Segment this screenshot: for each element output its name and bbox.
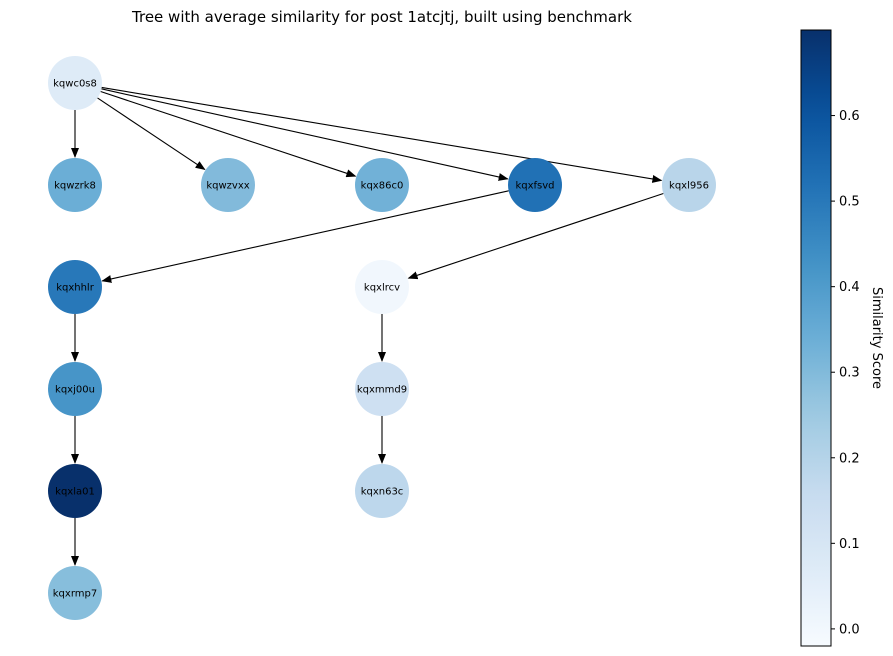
colorbar: 0.0 0.1 0.2 0.3 0.4 0.5 0.6 Similarity Score [800,29,884,647]
node-kqwc0s8[interactable]: kqwc0s8 [48,56,102,110]
nodes-layer: kqwc0s8 kqwzrk8 kqwzvxx kqx86c0 kqxfsvd kqxl9… [48,56,716,620]
colorbar-tick-label: 0.5 [839,195,860,210]
colorbar-tick-label: 0.2 [839,451,860,466]
node-label: kqx86c0 [361,181,404,192]
node-kqxl956[interactable]: kqxl956 [662,158,716,212]
edges-layer [71,86,664,566]
node-circle[interactable] [355,260,409,314]
node-label: kqxl956 [669,181,709,192]
node-label: kqxmmd9 [357,385,407,396]
node-kqxmmd9[interactable]: kqxmmd9 [355,362,409,416]
node-kqxhhlr[interactable]: kqxhhlr [48,260,102,314]
node-kqxlrcv[interactable]: kqxlrcv [355,260,409,314]
edge-kqwc0s8-kqx86c0 [100,90,357,178]
edge-kqwc0s8-kqwzvxx [97,97,206,171]
node-circle[interactable] [48,566,102,620]
colorbar-label: Similarity Score [869,287,884,389]
node-circle[interactable] [662,158,716,212]
colorbar-tick-label: 0.1 [839,537,860,552]
edge-kqwc0s8-kqxfsvd [101,88,509,181]
colorbar-gradient [800,29,832,647]
node-kqxrmp7[interactable]: kqxrmp7 [48,566,102,620]
node-label: kqxhhlr [56,283,95,294]
node-kqx86c0[interactable]: kqx86c0 [355,158,409,212]
node-circle[interactable] [48,158,102,212]
node-circle[interactable] [355,158,409,212]
node-kqxn63c[interactable]: kqxn63c [355,464,409,518]
node-circle[interactable] [508,158,562,212]
edge-kqxfsvd-kqxhhlr [101,190,509,283]
node-label: kqxrmp7 [53,589,97,600]
node-circle[interactable] [48,260,102,314]
edge-kqwc0s8-kqxl956 [101,86,663,183]
node-circle[interactable] [48,56,102,110]
node-kqwzvxx[interactable]: kqwzvxx [201,158,255,212]
colorbar-tick-label: 0.6 [839,109,860,124]
colorbar-tick-label: 0.3 [839,366,860,381]
node-circle[interactable] [355,362,409,416]
node-kqxj00u[interactable]: kqxj00u [48,362,102,416]
node-label: kqxla01 [55,487,95,498]
node-label: kqxj00u [55,385,95,396]
colorbar-tick-label: 0.4 [839,280,860,295]
chart-title: Tree with average similarity for post 1a… [131,8,632,26]
node-circle[interactable] [48,362,102,416]
edge-kqxl956-kqxlrcv [407,192,664,280]
node-label: kqwzvxx [206,181,249,192]
node-circle[interactable] [201,158,255,212]
node-kqxla01[interactable]: kqxla01 [48,464,102,518]
node-label: kqxlrcv [364,283,400,294]
node-circle[interactable] [355,464,409,518]
node-label: kqxn63c [361,487,404,498]
colorbar-tick-label: 0.0 [839,622,860,637]
node-label: kqxfsvd [515,181,554,192]
node-kqxfsvd[interactable]: kqxfsvd [508,158,562,212]
node-kqwzrk8[interactable]: kqwzrk8 [48,158,102,212]
node-label: kqwc0s8 [53,79,97,90]
node-circle[interactable] [48,464,102,518]
node-label: kqwzrk8 [54,181,96,192]
colorbar-ticks: 0.0 0.1 0.2 0.3 0.4 0.5 0.6 [831,109,860,637]
